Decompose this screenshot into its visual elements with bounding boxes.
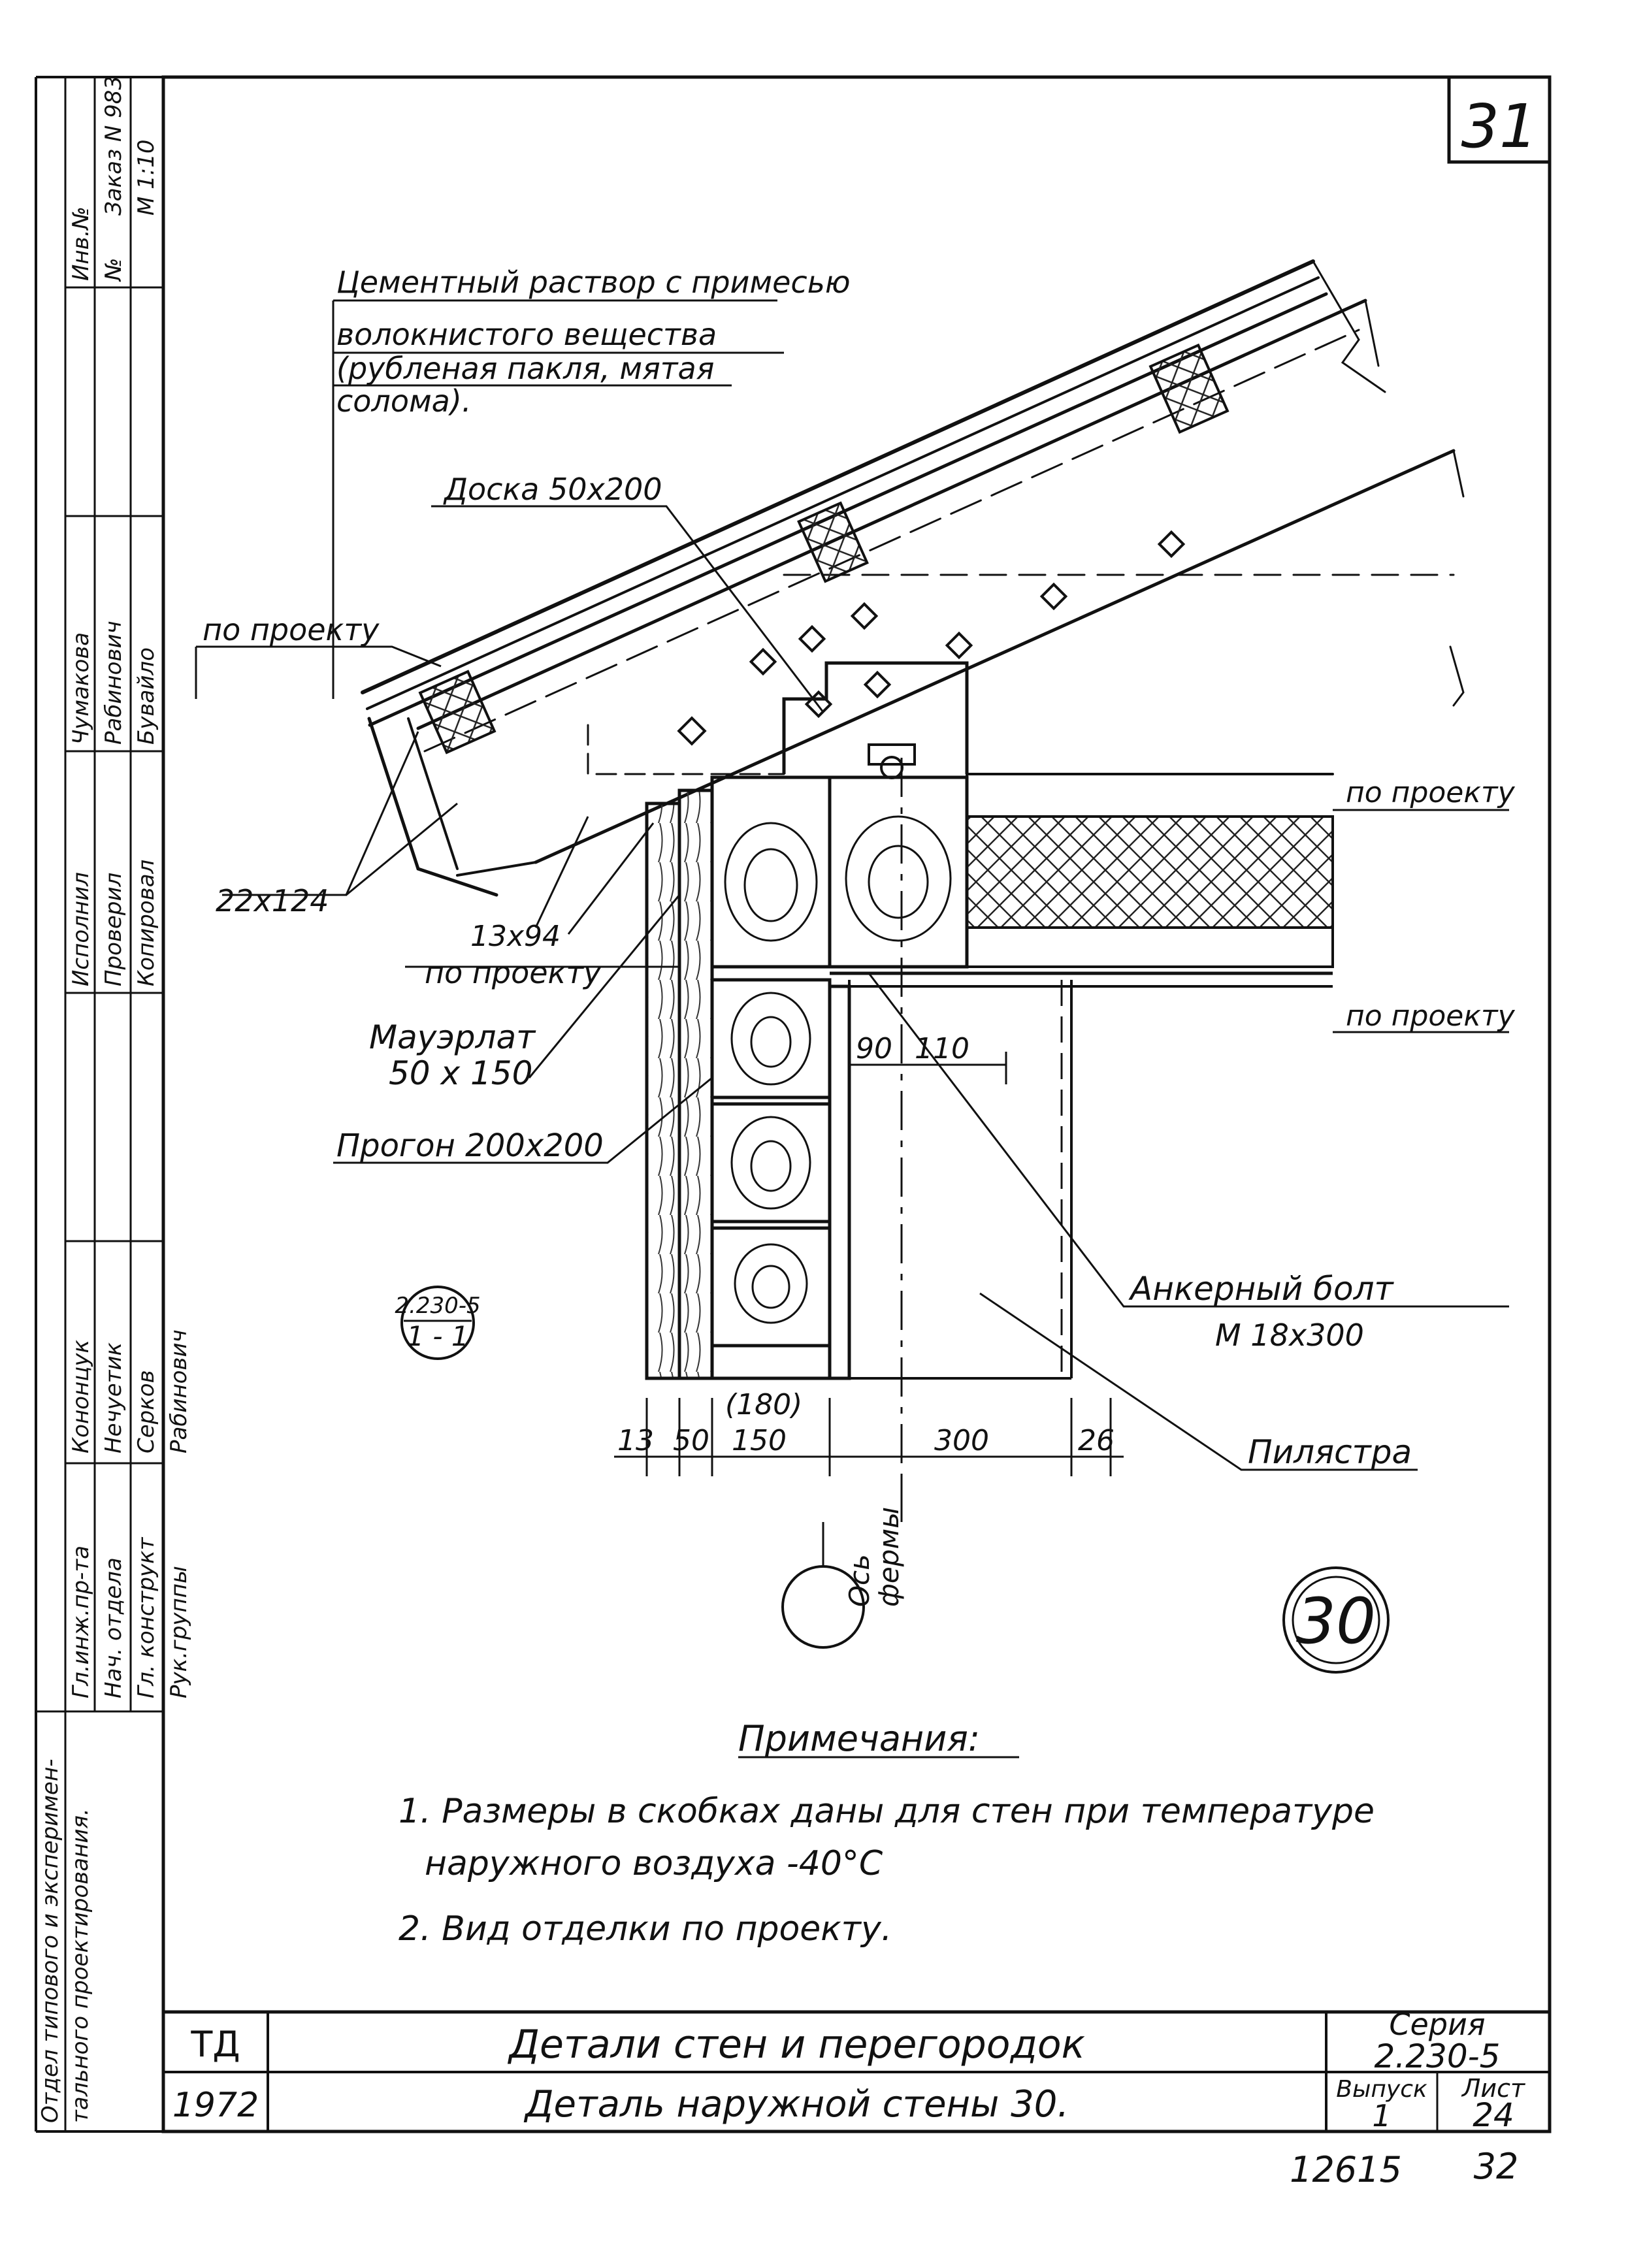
org-code: ТД bbox=[190, 2024, 240, 2065]
notes: Примечания: 1. Размеры в скобках даны дл… bbox=[399, 1718, 1375, 1949]
year: 1972 bbox=[172, 2086, 259, 2125]
stamp-name-2: Нечуетик bbox=[101, 1342, 127, 1453]
note-1-line-2: наружного воздуха -40°С bbox=[425, 1844, 883, 1883]
stamp-exec-name-3: Бувайло bbox=[133, 647, 159, 745]
detail-number: 30 bbox=[1296, 1585, 1376, 1658]
callout-axis-1: Ось bbox=[843, 1554, 875, 1607]
stamp-exec-name-2: Рабинович bbox=[101, 621, 127, 745]
stamp-name-3: Серков bbox=[133, 1370, 159, 1453]
sheet-number: 31 bbox=[1461, 91, 1537, 161]
callout-per-project-right-top: по проекту bbox=[1346, 776, 1516, 809]
issue-label: Выпуск bbox=[1336, 2076, 1427, 2103]
stamp-exec-1: Исполнил bbox=[68, 872, 94, 986]
callout-mortar-3: (рубленая пакля, мятая bbox=[336, 351, 714, 386]
stamp-exec-name-1: Чумакова bbox=[68, 632, 94, 745]
dim-110: 110 bbox=[915, 1032, 969, 1065]
callout-mauerlat-1: Мауэрлат bbox=[369, 1018, 536, 1056]
callout-size-13x94: 13x94 bbox=[470, 920, 561, 953]
leader-lines bbox=[195, 299, 1509, 1471]
reference-mark: 2.230-5 1 - 1 bbox=[395, 1286, 481, 1360]
reference-line2: 1 - 1 bbox=[406, 1320, 468, 1352]
callout-board: Доска 50x200 bbox=[443, 472, 662, 507]
note-1-line-1: 1. Размеры в скобках даны для стен при т… bbox=[399, 1792, 1375, 1831]
reference-line1: 2.230-5 bbox=[395, 1293, 480, 1319]
stamp-role-2: Нач. отдела bbox=[101, 1557, 127, 1698]
callout-texts: Цементный раствор с примесью волокнистог… bbox=[203, 265, 1516, 1607]
dimension-lines bbox=[614, 1052, 1124, 1568]
sheet-subtitle: Деталь наружной стены 30. bbox=[523, 2083, 1069, 2126]
sheet-value: 24 bbox=[1473, 2096, 1514, 2134]
callout-per-project-left: по проекту bbox=[203, 612, 380, 647]
stamp-inv-3: Заказ N 983 bbox=[101, 76, 127, 216]
callout-per-project-right-bottom: по проекту bbox=[1346, 999, 1516, 1033]
note-2: 2. Вид отделки по проекту. bbox=[399, 1909, 892, 1949]
log-wall bbox=[645, 758, 1333, 1502]
issue-value: 1 bbox=[1372, 2098, 1391, 2133]
series-value: 2.230-5 bbox=[1375, 2037, 1501, 2075]
callout-anchor-2: М 18x300 bbox=[1215, 1318, 1364, 1353]
dim-90: 90 bbox=[856, 1032, 892, 1065]
stamp-exec-2: Проверил bbox=[101, 873, 127, 986]
sheet-title: Детали стен и перегородок bbox=[507, 2022, 1085, 2067]
dim-300: 300 bbox=[934, 1424, 989, 1457]
stamp-role-4: Рук.группы bbox=[166, 1566, 192, 1698]
side-stamp-grid bbox=[36, 77, 165, 2131]
bottom-page: 32 bbox=[1474, 2146, 1519, 2187]
title-block bbox=[163, 2010, 1550, 2131]
stamp-name-4: Рабинович bbox=[166, 1329, 192, 1453]
stamp-role-3: Гл. конструкт bbox=[133, 1536, 159, 1698]
dim-150: 150 bbox=[732, 1424, 787, 1457]
stamp-col1-top: Отдел типового и эксперимен- bbox=[37, 1759, 63, 2123]
roof-battens bbox=[418, 343, 1229, 754]
callout-axis-2: фермы bbox=[873, 1507, 905, 1607]
stamp-inv-2: № bbox=[101, 258, 127, 282]
stamp-col2-top: тального проектирования. bbox=[67, 1808, 93, 2123]
stamp-exec-3: Копировал bbox=[133, 860, 159, 986]
sheet-label: Лист bbox=[1461, 2074, 1526, 2103]
dim-50: 50 bbox=[673, 1424, 709, 1457]
ceiling-insulation bbox=[966, 773, 1334, 968]
callout-mortar-1: Цементный раствор с примесью bbox=[336, 265, 851, 300]
stamp-name-1: Кононцук bbox=[68, 1340, 94, 1453]
fastener-marks bbox=[677, 530, 1186, 746]
bottom-number: 12615 bbox=[1290, 2149, 1402, 2190]
callout-anchor-1: Анкерный болт bbox=[1128, 1270, 1395, 1308]
dim-13: 13 bbox=[617, 1424, 654, 1457]
callout-purlin: Прогон 200x200 bbox=[336, 1127, 604, 1164]
stamp-inv-4: М 1:10 bbox=[133, 140, 159, 216]
stamp-role-1: Гл.инж.пр-та bbox=[68, 1546, 94, 1698]
callout-per-project-mid: по проекту bbox=[425, 955, 602, 990]
series-label: Серия bbox=[1389, 2007, 1485, 2042]
notes-heading: Примечания: bbox=[738, 1718, 980, 1759]
dim-180: (180) bbox=[725, 1388, 802, 1421]
axis-marker bbox=[781, 1565, 865, 1649]
side-stamp: Отдел типового и эксперимен- тального пр… bbox=[37, 76, 192, 2123]
callout-mortar-4: солома). bbox=[336, 383, 471, 419]
dim-26: 26 bbox=[1078, 1424, 1115, 1457]
callout-size-22x124: 22x124 bbox=[216, 883, 329, 918]
detail-mark: 30 bbox=[1282, 1566, 1390, 1674]
dimension-texts: 90 110 13 50 (180) 150 300 26 bbox=[617, 1032, 1115, 1457]
callout-pilaster: Пилястра bbox=[1248, 1433, 1412, 1471]
callout-mortar-2: волокнистого вещества bbox=[336, 317, 717, 352]
callout-mauerlat-2: 50 x 150 bbox=[389, 1054, 532, 1092]
log-rings bbox=[724, 815, 952, 1324]
stamp-inv-1: Инв.№ bbox=[68, 206, 94, 281]
